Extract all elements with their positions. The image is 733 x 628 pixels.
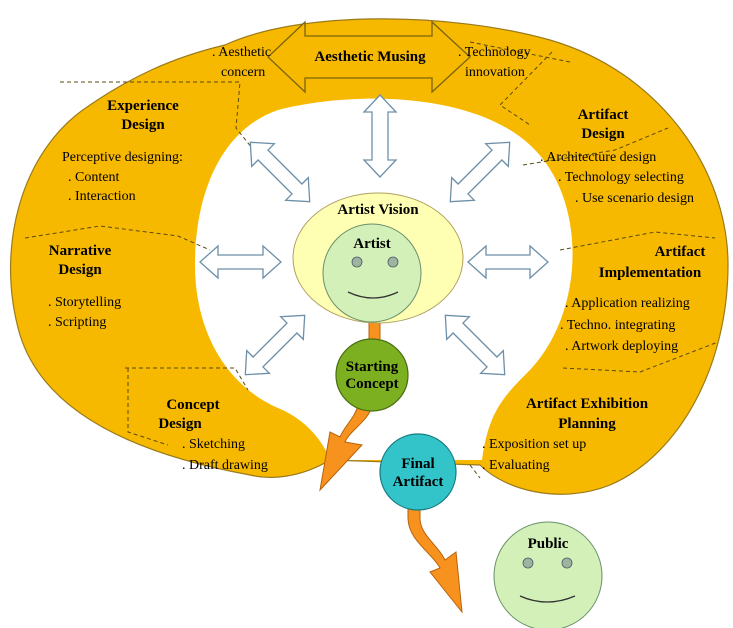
starting-concept-label-line1: Starting xyxy=(346,359,399,375)
artist-face xyxy=(322,223,422,323)
narrative-design-item: . Storytelling xyxy=(48,295,121,310)
final-artifact-label-line2: Artifact xyxy=(393,474,444,490)
artifact-implementation-title-line1: Artifact xyxy=(655,244,706,260)
technology-innovation-line2: innovation xyxy=(465,65,525,80)
artifact-implementation-title-line2: Implementation xyxy=(599,265,702,281)
artifact-design-title-line1: Artifact xyxy=(578,107,629,123)
artifact-design-stage: Artifact Design . Architecture design . … xyxy=(540,107,694,206)
public-face xyxy=(493,521,603,628)
artifact-implementation-item: . Application realizing xyxy=(565,296,690,311)
experience-design-item: . Content xyxy=(68,170,119,185)
narrative-design-item: . Scripting xyxy=(48,315,106,330)
aesthetic-concern-line2: concern xyxy=(221,65,265,80)
final-artifact-circle xyxy=(379,433,457,511)
experience-design-title-line2: Design xyxy=(121,117,165,133)
artist-vision-label: Artist Vision xyxy=(337,202,419,218)
concept-design-item: . Draft drawing xyxy=(182,458,268,473)
artifact-design-item: . Architecture design xyxy=(540,150,656,165)
concept-design-stage: Concept Design . Sketching . Draft drawi… xyxy=(158,397,268,473)
artifact-exhibition-stage: Artifact Exhibition Planning . Expositio… xyxy=(482,396,649,473)
artist-label: Artist xyxy=(353,236,391,252)
concept-design-title-line1: Concept xyxy=(166,397,219,413)
artifact-implementation-item: . Techno. integrating xyxy=(560,318,675,333)
musing-double-arrow xyxy=(267,20,471,94)
narrative-design-title-line1: Narrative xyxy=(49,243,112,259)
artifact-implementation-stage: Artifact Implementation . Application re… xyxy=(560,244,705,354)
artifact-exhibition-title-line2: Planning xyxy=(558,416,616,432)
experience-design-item: Perceptive designing: xyxy=(62,150,183,165)
narrative-design-title-line2: Design xyxy=(58,262,102,278)
artifact-design-item: . Use scenario design xyxy=(575,191,694,206)
vision-arrows xyxy=(199,94,549,376)
aesthetic-musing-label: Aesthetic Musing xyxy=(314,49,426,65)
segment-dividers xyxy=(24,41,719,479)
starting-concept-circle xyxy=(335,338,409,412)
concept-design-title-line2: Design xyxy=(158,416,202,432)
artifact-exhibition-title-line1: Artifact Exhibition xyxy=(526,396,649,412)
aesthetic-concern-line1: . Aesthetic xyxy=(212,45,271,60)
artifact-exhibition-item: . Evaluating xyxy=(482,458,550,473)
technology-innovation-line1: . Technology xyxy=(458,45,531,60)
artifact-implementation-item: . Artwork deploying xyxy=(565,339,678,354)
experience-design-title-line1: Experience xyxy=(107,98,179,114)
public-label: Public xyxy=(528,536,569,552)
flow-arrows xyxy=(319,317,463,614)
artifact-design-title-line2: Design xyxy=(581,126,625,142)
narrative-design-stage: Narrative Design . Storytelling . Script… xyxy=(48,243,121,330)
concept-design-item: . Sketching xyxy=(182,437,245,452)
artifact-design-item: . Technology selecting xyxy=(558,170,684,185)
artifact-exhibition-item: . Exposition set up xyxy=(482,437,586,452)
final-artifact-label-line1: Final xyxy=(401,456,434,472)
experience-design-stage: Experience Design Perceptive designing: … xyxy=(62,98,183,204)
starting-concept-label-line2: Concept xyxy=(345,376,398,392)
experience-design-item: . Interaction xyxy=(68,189,136,204)
